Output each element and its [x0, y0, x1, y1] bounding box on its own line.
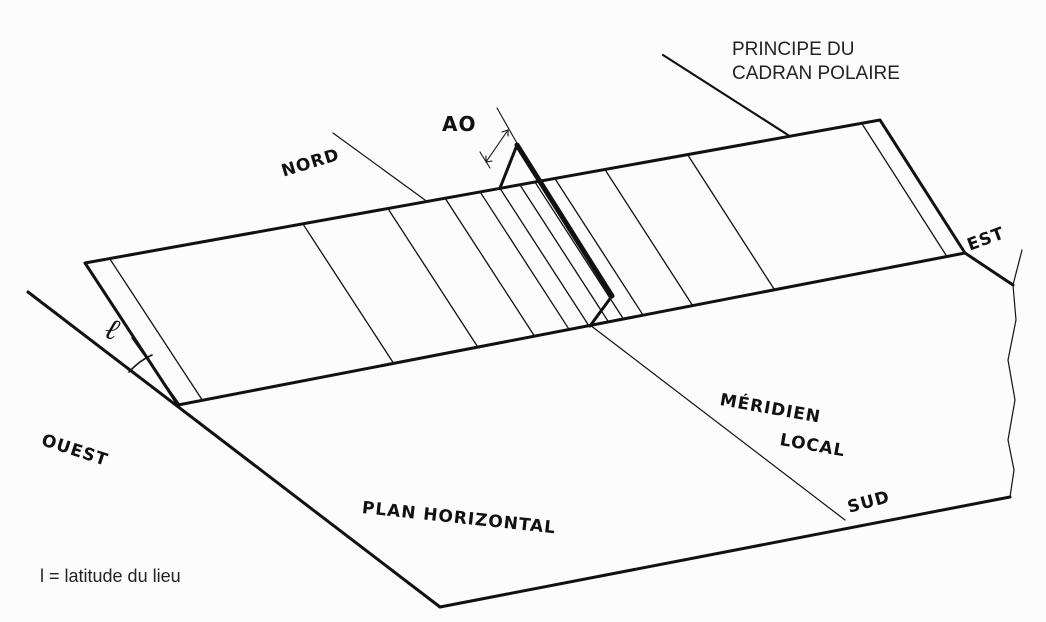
- title-line-1: PRINCIPE DU: [732, 39, 855, 60]
- hour-line: [604, 168, 694, 307]
- horizontal-plane-break-line: [1007, 249, 1023, 498]
- hour-line: [861, 122, 948, 258]
- ao-dimension-arrow: [479, 129, 509, 169]
- title-line-2: CADRAN POLAIRE: [732, 63, 900, 84]
- title-leader-line: [661, 53, 790, 137]
- gnomon-rod: [514, 142, 615, 299]
- legend-latitude: l = latitude du lieu: [40, 566, 181, 586]
- hour-line: [479, 191, 570, 331]
- dial-plate: [83, 118, 967, 407]
- hour-line: [554, 177, 644, 316]
- hour-line: [302, 223, 395, 365]
- gnomon-rear-support: [588, 294, 614, 328]
- local-meridian-line: [589, 324, 846, 521]
- hour-line: [686, 153, 776, 291]
- hour-line: [534, 181, 625, 320]
- hour-lines: [108, 122, 948, 401]
- hour-line: [387, 207, 479, 348]
- label-ao: AO: [442, 112, 477, 136]
- horizontal-plane-south-edge: [438, 495, 1012, 609]
- horizontal-plane-east-edge: [963, 251, 1015, 287]
- north-axis-line: [332, 132, 426, 201]
- hour-line: [499, 187, 590, 327]
- diagram-title: PRINCIPE DU CADRAN POLAIRE: [732, 38, 900, 86]
- hour-line: [519, 184, 610, 323]
- latitude-angle-arc: [128, 354, 153, 373]
- ao-extension-line: [496, 107, 519, 146]
- gnomon-front-support: [498, 143, 519, 190]
- hour-line: [108, 257, 204, 401]
- hour-line: [444, 197, 536, 337]
- horizontal-plane-west-edge: [26, 290, 442, 609]
- latitude-construction-line: [131, 337, 181, 406]
